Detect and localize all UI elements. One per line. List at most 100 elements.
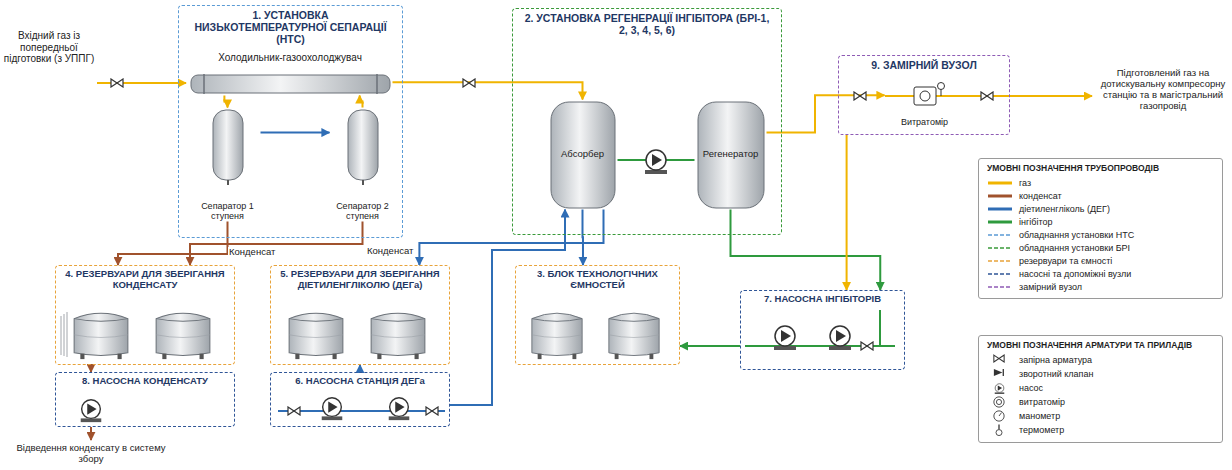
process-tank bbox=[532, 313, 582, 359]
equipment-label: Регенератор bbox=[702, 149, 759, 160]
legend-text: витратомір bbox=[1019, 397, 1065, 407]
legend-symbol bbox=[996, 424, 1002, 435]
column-shell bbox=[698, 102, 764, 208]
condensate-tank bbox=[74, 313, 128, 359]
legend-text: резервуари та ємності bbox=[1019, 256, 1112, 266]
pipeline bbox=[731, 210, 881, 291]
legend-entry: обладнання установки НТС bbox=[987, 228, 1214, 241]
unit-group: 6. НАСОСНА СТАНЦІЯ ДЕГа bbox=[270, 372, 450, 427]
legend-title: УМОВНІ ПОЗНАЧЕННЯ АРМАТУРИ ТА ПРИЛАДІВ bbox=[987, 340, 1214, 350]
pipeline bbox=[90, 365, 92, 372]
legend-swatch bbox=[988, 286, 1012, 288]
regenerator-column: Регенератор bbox=[695, 100, 767, 210]
legend-entry: конденсат bbox=[987, 189, 1214, 202]
shutoff-valve bbox=[463, 79, 475, 87]
legend-text: інгібітор bbox=[1019, 217, 1052, 227]
group-title: 6. НАСОСНА СТАНЦІЯ ДЕГа bbox=[271, 373, 449, 387]
legend-symbol bbox=[994, 397, 1004, 407]
legend-text: манометр bbox=[1019, 411, 1060, 421]
column-shell bbox=[551, 102, 615, 208]
legend-text: зворотний клапан bbox=[1019, 369, 1093, 379]
pump-symbol bbox=[81, 400, 102, 422]
legend-sample bbox=[987, 177, 1013, 189]
equipment-label: Абсорбер bbox=[560, 149, 605, 160]
legend-entry: резервуари та ємності bbox=[987, 254, 1214, 267]
legend-sample bbox=[987, 410, 1013, 422]
pipeline bbox=[846, 135, 848, 290]
flow-label: Підготовлений газ на дотискувальну компр… bbox=[1098, 68, 1228, 112]
legend-text: насосні та допоміжні вузли bbox=[1019, 269, 1131, 279]
group-title: 1. УСТАНОВКА НИЗЬКОТЕМПЕРАТУРНОЇ СЕПАРАЦ… bbox=[179, 6, 402, 45]
pump-symbol bbox=[774, 326, 796, 350]
exchanger-flange bbox=[203, 74, 205, 94]
group-title: 7. НАСОСНА ІНГІБІТОРІВ bbox=[741, 291, 904, 305]
flowmeter: Витратомір bbox=[885, 82, 965, 128]
legend-text: обладнання установки НТС bbox=[1019, 230, 1134, 240]
legend-sample bbox=[987, 268, 1013, 280]
legend-swatch bbox=[988, 260, 1012, 262]
legend-entry: обладнання установки БРІ bbox=[987, 241, 1214, 254]
unit-group: 8. НАСОСНА КОНДЕНСАТУ bbox=[55, 372, 235, 427]
shutoff-valve bbox=[288, 407, 300, 415]
legend-entry: манометр bbox=[987, 409, 1214, 423]
flow-label: Відведення конденсату в систему збору bbox=[16, 443, 166, 465]
legend-symbol bbox=[995, 384, 1005, 394]
legend-text: насос bbox=[1019, 383, 1043, 393]
equipment-label: Сепаратор 1 ступеня bbox=[195, 201, 261, 222]
separator-vessel: Сепаратор 1 ступеня bbox=[195, 108, 261, 222]
group-title: 5. РЕЗЕРВУАРИ ДЛЯ ЗБЕРІГАННЯ ДІЕТИЛЕНГЛІ… bbox=[271, 266, 449, 291]
pipeline bbox=[224, 96, 227, 108]
flow-label: Вхідний газ із попередньої підготовки (з… bbox=[3, 30, 95, 65]
pressure-gauge bbox=[937, 82, 944, 89]
equipment-label: Сепаратор 2 ступеня bbox=[330, 201, 396, 222]
shutoff-valve bbox=[981, 92, 993, 100]
shutoff-valve bbox=[426, 407, 438, 415]
group-title: 4. РЕЗЕРВУАРИ ДЛЯ ЗБЕРІГАННЯ КОНДЕНСАТУ bbox=[56, 266, 234, 291]
flow-label: Конденсат bbox=[228, 247, 276, 258]
legend-entry: насос bbox=[987, 381, 1214, 395]
pipeline bbox=[393, 82, 583, 99]
legend-symbol bbox=[994, 369, 1003, 376]
deg-tank bbox=[289, 313, 343, 359]
absorber-column: Абсорбер bbox=[548, 100, 618, 210]
shutoff-valve bbox=[111, 79, 123, 87]
legend-entry: запірна арматура bbox=[987, 353, 1214, 367]
legend-sample bbox=[987, 368, 1013, 380]
legend-entry: газ bbox=[987, 176, 1214, 189]
legend-sample bbox=[987, 203, 1013, 215]
process-tank bbox=[609, 313, 659, 359]
legend-entry: термометр bbox=[987, 423, 1214, 437]
condensate-outlet-pipe bbox=[90, 427, 92, 440]
legend-entry: зворотний клапан bbox=[987, 367, 1214, 381]
legend-title: УМОВНІ ПОЗНАЧЕННЯ ТРУБОПРОВОДІВ bbox=[987, 163, 1214, 173]
heat-exchanger: Холодильник-газоохолоджувач bbox=[188, 52, 393, 96]
pipeline bbox=[360, 96, 363, 108]
shutoff-valve bbox=[854, 92, 866, 100]
legend-swatch bbox=[988, 207, 1012, 210]
legend-symbol bbox=[994, 355, 1004, 362]
legend-symbol bbox=[994, 411, 1004, 421]
exchanger-flange bbox=[376, 74, 378, 94]
legend-swatch bbox=[988, 247, 1012, 249]
legend-sample bbox=[987, 396, 1013, 408]
pump-symbol bbox=[829, 326, 851, 350]
vessel-nozzle bbox=[227, 180, 229, 185]
separator-vessel: Сепаратор 2 ступеня bbox=[330, 108, 396, 222]
inhibitor-pump-piping bbox=[745, 310, 895, 346]
unit-group: 2. УСТАНОВКА РЕГЕНЕРАЦІЇ ІНГІБІТОРА (БРІ… bbox=[512, 8, 782, 235]
legend-sample bbox=[987, 281, 1013, 293]
pipeline bbox=[680, 345, 740, 347]
legend-text: газ bbox=[1019, 178, 1031, 188]
vessel-shell bbox=[213, 110, 243, 180]
vessel-nozzle bbox=[362, 180, 364, 185]
unit-group: 3. БЛОК ТЕХНОЛОГІЧНИХ ЄМНОСТЕЙ bbox=[515, 265, 680, 365]
legend-text: замірний вузол bbox=[1019, 282, 1082, 292]
legend-text: конденсат bbox=[1019, 191, 1062, 201]
legend-sample bbox=[987, 354, 1013, 366]
pipeline bbox=[582, 210, 584, 266]
shutoff-valve bbox=[861, 342, 873, 350]
group-title: 2. УСТАНОВКА РЕГЕНЕРАЦІЇ ІНГІБІТОРА (БРІ… bbox=[513, 9, 781, 36]
group-title: 8. НАСОСНА КОНДЕНСАТУ bbox=[56, 373, 234, 387]
legend-sample bbox=[987, 242, 1013, 254]
